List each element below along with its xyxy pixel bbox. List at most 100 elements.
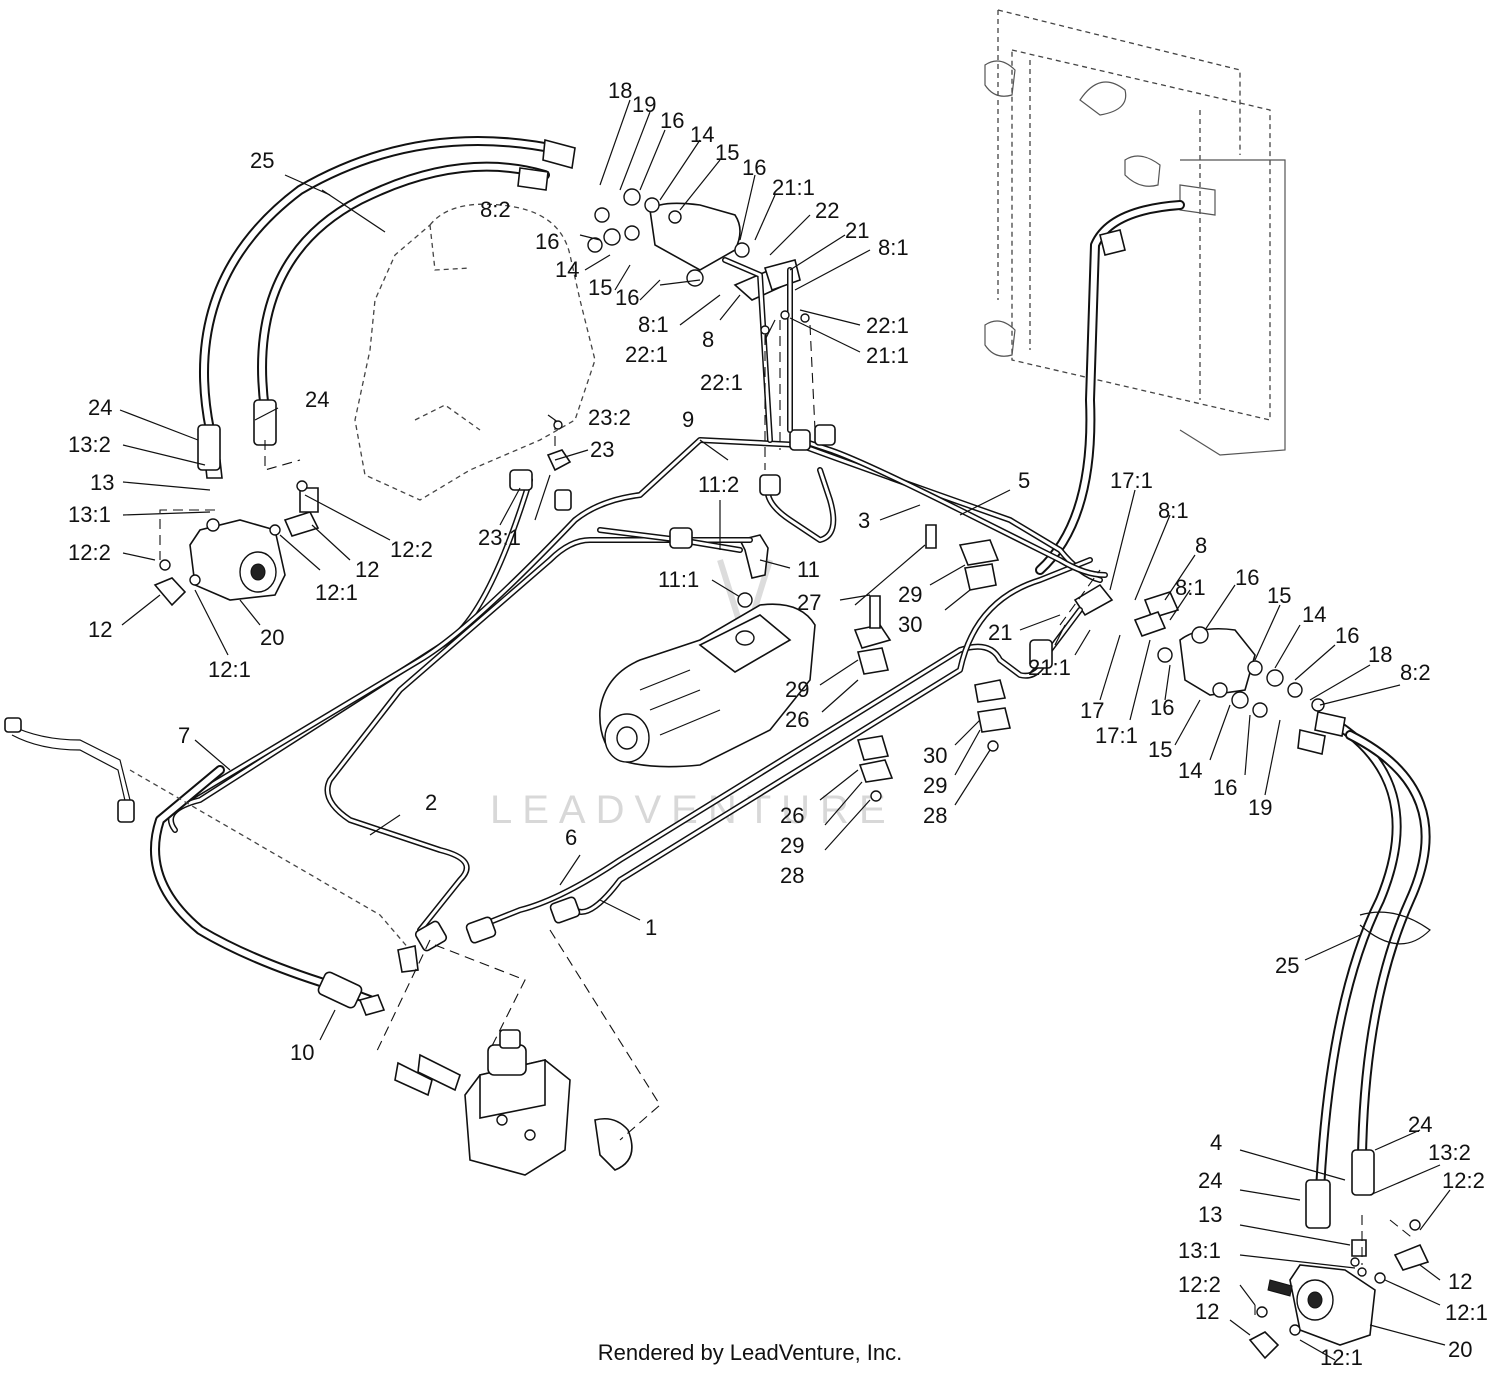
tube-clamps [853, 524, 1011, 802]
callout-13-2-right: 13:2 [1428, 1140, 1471, 1165]
callout-22: 22 [815, 198, 839, 223]
callout-26-lower: 26 [780, 803, 804, 828]
callout-8-1-lower-bottom: 8:1 [1175, 575, 1206, 600]
callout-8-1-upper-right: 8:1 [878, 235, 909, 260]
callout-1: 1 [645, 915, 657, 940]
suction-hose [150, 765, 386, 1016]
callout-14-lower-bottom: 14 [1178, 758, 1202, 783]
radiator-phantom [984, 9, 1286, 456]
callout-14-lower-top: 14 [1302, 602, 1326, 627]
callout-16-h: 16 [1213, 775, 1237, 800]
callout-23: 23 [590, 437, 614, 462]
callout-16-b: 16 [742, 155, 766, 180]
callout-leaders [119, 99, 1451, 1361]
callout-24-right-a: 24 [1408, 1112, 1432, 1137]
callout-29-c: 29 [923, 773, 947, 798]
left-drive-hoses [197, 136, 576, 471]
callout-17: 17 [1080, 698, 1104, 723]
callout-24-right-b: 24 [1198, 1168, 1222, 1193]
callout-11: 11 [797, 557, 820, 582]
callout-29-d: 29 [780, 833, 804, 858]
callout-13-2-left: 13:2 [68, 432, 111, 457]
callout-29-a: 29 [898, 582, 922, 607]
callout-12-1-right-upper: 12:1 [1445, 1300, 1488, 1325]
callout-12-2-left-right: 12:2 [390, 537, 433, 562]
callout-16-f: 16 [1335, 623, 1359, 648]
callout-21-upper: 21 [845, 218, 869, 243]
assembly-guides [159, 320, 1416, 1315]
callout-16-g: 16 [1150, 695, 1174, 720]
callout-2: 2 [425, 790, 437, 815]
callout-12-left-right: 12 [355, 557, 379, 582]
callout-21-1-right: 21:1 [866, 343, 909, 368]
callout-29-b: 29 [785, 677, 809, 702]
callout-22-1-right: 22:1 [866, 313, 909, 338]
callout-12-left-left: 12 [88, 617, 112, 642]
callout-12-1-right-lower: 12:1 [1320, 1345, 1363, 1370]
callout-5: 5 [1018, 468, 1030, 493]
callout-13-1-left: 13:1 [68, 502, 111, 527]
upper-bulkhead-plate [587, 188, 801, 301]
callout-13-left: 13 [90, 470, 114, 495]
callout-8-lower: 8 [1195, 533, 1207, 558]
callout-12-right-right: 12 [1448, 1269, 1472, 1294]
callout-12-2-left-left: 12:2 [68, 540, 111, 565]
callout-22-1-left: 22:1 [625, 342, 668, 367]
callout-27: 27 [797, 590, 821, 615]
callout-19-lower: 19 [1248, 795, 1272, 820]
callout-9: 9 [682, 407, 694, 432]
rigid-tubes [167, 257, 1108, 952]
right-hydraulic-motor [1267, 1264, 1376, 1346]
callout-28-right: 28 [923, 803, 947, 828]
callout-7: 7 [178, 723, 190, 748]
callout-16-d: 16 [615, 285, 639, 310]
lower-bulkhead-plate [1073, 583, 1325, 718]
callout-25-lower: 25 [1275, 953, 1299, 978]
callout-13-1-right: 13:1 [1178, 1238, 1221, 1263]
callout-23-1: 23:1 [478, 525, 521, 550]
callout-15-lower-top: 15 [1267, 583, 1291, 608]
callout-28-left: 28 [780, 863, 804, 888]
callout-10: 10 [290, 1040, 314, 1065]
left-hydraulic-motor [189, 518, 286, 601]
callout-8-1-lower-top: 8:1 [1158, 498, 1189, 523]
callout-8-2-lower: 8:2 [1400, 660, 1431, 685]
callout-20-right: 20 [1448, 1337, 1472, 1362]
callout-30-b: 30 [923, 743, 947, 768]
callout-8-2-upper: 8:2 [480, 197, 511, 222]
callout-16-a: 16 [660, 108, 684, 133]
right-drive-hoses [1297, 711, 1431, 1229]
callout-12-1-left-upper: 12:1 [315, 580, 358, 605]
callout-16-e: 16 [1235, 565, 1259, 590]
callout-labels: 1 2 3 4 5 6 7 8 8 8:1 8:1 8:1 8:1 8:2 8:… [68, 78, 1488, 1370]
fuel-tank-phantom [354, 203, 596, 501]
wire-harness [4, 717, 419, 973]
callout-19-upper: 19 [632, 92, 656, 117]
callout-11-2: 11:2 [698, 472, 739, 497]
callout-21-1-upper: 21:1 [772, 175, 815, 200]
callout-4: 4 [1210, 1130, 1222, 1155]
callout-17-1-bottom: 17:1 [1095, 723, 1138, 748]
callout-15-upper-bottom: 15 [588, 275, 612, 300]
callout-12-2-right-left: 12:2 [1178, 1272, 1221, 1297]
control-valve [394, 1029, 633, 1176]
callout-21-1-lower: 21:1 [1028, 655, 1071, 680]
callout-25-upper: 25 [250, 148, 274, 173]
callout-18-lower: 18 [1368, 642, 1392, 667]
callout-8-1-upper-left: 8:1 [638, 312, 669, 337]
watermark-text: LEADVENTURE [490, 788, 896, 832]
callout-23-2: 23:2 [588, 405, 631, 430]
callout-17-1-top: 17:1 [1110, 468, 1153, 493]
callout-14-upper-bottom: 14 [555, 257, 579, 282]
callout-12-2-right-right: 12:2 [1442, 1168, 1485, 1193]
callout-11-1: 11:1 [658, 567, 699, 592]
hydraulic-pump [599, 603, 816, 768]
callout-22-1-bottom: 22:1 [700, 370, 743, 395]
render-credit: Rendered by LeadVenture, Inc. [597, 1340, 903, 1365]
callout-14-upper-top: 14 [690, 122, 714, 147]
callout-12-right-left: 12 [1195, 1299, 1219, 1324]
o-rings [159, 310, 1421, 1336]
callout-30-a: 30 [898, 612, 922, 637]
callout-24-left-b: 24 [305, 387, 329, 412]
